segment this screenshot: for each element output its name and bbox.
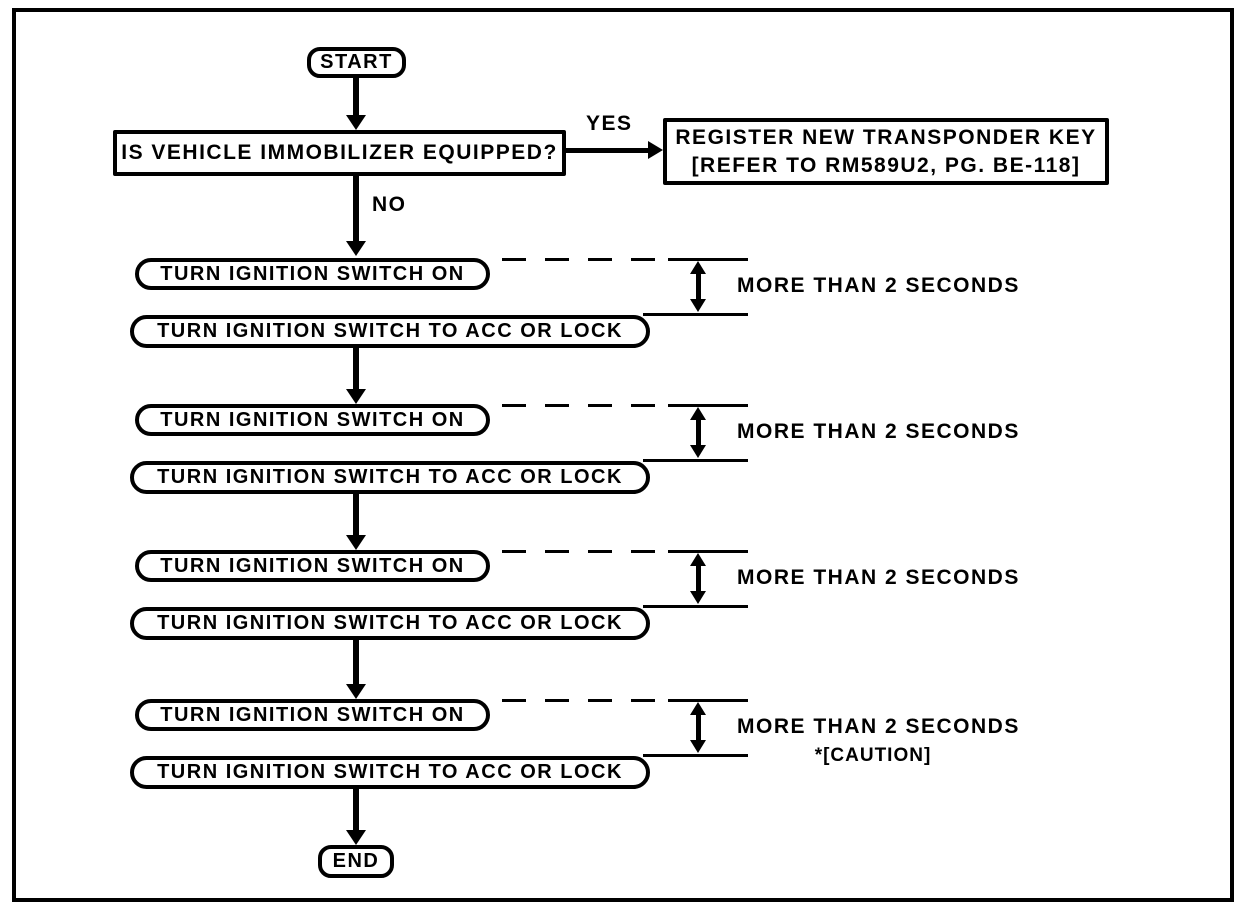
dashed-tick-line — [502, 258, 668, 261]
arrow-cycle4-to-end-shaft — [353, 789, 359, 831]
arrow-cycle2-to-cycle3-shaft — [353, 494, 359, 536]
duration-double-arrow — [689, 702, 707, 753]
duration-double-arrow — [689, 553, 707, 604]
ignition-cycle-row: TURN IGNITION SWITCH ON TURN IGNITION SW… — [0, 258, 1248, 353]
arrow-cycle1-to-cycle2-shaft — [353, 348, 359, 390]
start-node: START — [307, 47, 406, 78]
yes-label: YES — [586, 112, 633, 135]
duration-label: MORE THAN 2 SECONDS — [737, 566, 1020, 589]
double-arrow-up-head — [690, 407, 706, 420]
register-line1: REGISTER NEW TRANSPONDER KEY — [675, 125, 1097, 149]
upper-tick-line — [668, 699, 748, 702]
double-arrow-shaft — [695, 715, 701, 740]
register-line2: [REFER TO RM589U2, PG. BE-118] — [691, 153, 1081, 177]
ignition-cycle-row: TURN IGNITION SWITCH ON TURN IGNITION SW… — [0, 404, 1248, 499]
ignition-on-node: TURN IGNITION SWITCH ON — [135, 258, 490, 290]
arrow-cycle2-to-cycle3-head — [346, 535, 366, 550]
double-arrow-down-head — [690, 740, 706, 753]
ignition-acc-node: TURN IGNITION SWITCH TO ACC OR LOCK — [130, 461, 650, 494]
ignition-on-node: TURN IGNITION SWITCH ON — [135, 404, 490, 436]
ignition-acc-node: TURN IGNITION SWITCH TO ACC OR LOCK — [130, 315, 650, 348]
dashed-tick-line — [502, 404, 668, 407]
double-arrow-down-head — [690, 445, 706, 458]
page-border-frame — [12, 8, 1234, 902]
question-node: IS VEHICLE IMMOBILIZER EQUIPPED? — [113, 130, 566, 176]
duration-label: MORE THAN 2 SECONDS — [737, 715, 1020, 738]
no-label: NO — [372, 193, 407, 216]
dashed-tick-line — [502, 550, 668, 553]
arrow-yes-head — [648, 141, 663, 159]
double-arrow-shaft — [695, 274, 701, 299]
ignition-on-node: TURN IGNITION SWITCH ON — [135, 550, 490, 582]
double-arrow-down-head — [690, 591, 706, 604]
caution-label: *[CAUTION] — [814, 745, 932, 766]
double-arrow-up-head — [690, 553, 706, 566]
ignition-acc-node: TURN IGNITION SWITCH TO ACC OR LOCK — [130, 756, 650, 789]
ignition-cycle-row: TURN IGNITION SWITCH ON TURN IGNITION SW… — [0, 699, 1248, 794]
duration-label: MORE THAN 2 SECONDS — [737, 274, 1020, 297]
end-node: END — [318, 845, 394, 878]
double-arrow-down-head — [690, 299, 706, 312]
lower-tick-line — [643, 459, 748, 462]
duration-label: MORE THAN 2 SECONDS — [737, 420, 1020, 443]
ignition-cycle-row: TURN IGNITION SWITCH ON TURN IGNITION SW… — [0, 550, 1248, 645]
upper-tick-line — [668, 258, 748, 261]
arrow-yes-shaft — [566, 148, 649, 153]
upper-tick-line — [668, 404, 748, 407]
arrow-cycle3-to-cycle4-shaft — [353, 640, 359, 685]
arrow-cycle3-to-cycle4-head — [346, 684, 366, 699]
double-arrow-up-head — [690, 261, 706, 274]
arrow-cycle4-to-end-head — [346, 830, 366, 845]
lower-tick-line — [643, 313, 748, 316]
ignition-acc-node: TURN IGNITION SWITCH TO ACC OR LOCK — [130, 607, 650, 640]
arrow-no-head — [346, 241, 366, 256]
register-node: REGISTER NEW TRANSPONDER KEY [REFER TO R… — [663, 118, 1109, 185]
double-arrow-up-head — [690, 702, 706, 715]
arrow-no-shaft — [353, 176, 359, 242]
arrow-cycle1-to-cycle2-head — [346, 389, 366, 404]
dashed-tick-line — [502, 699, 668, 702]
double-arrow-shaft — [695, 420, 701, 445]
lower-tick-line — [643, 754, 748, 757]
upper-tick-line — [668, 550, 748, 553]
lower-tick-line — [643, 605, 748, 608]
duration-double-arrow — [689, 261, 707, 312]
ignition-on-node: TURN IGNITION SWITCH ON — [135, 699, 490, 731]
duration-double-arrow — [689, 407, 707, 458]
arrow-start-to-question-shaft — [353, 78, 359, 116]
double-arrow-shaft — [695, 566, 701, 591]
arrow-start-to-question-head — [346, 115, 366, 130]
